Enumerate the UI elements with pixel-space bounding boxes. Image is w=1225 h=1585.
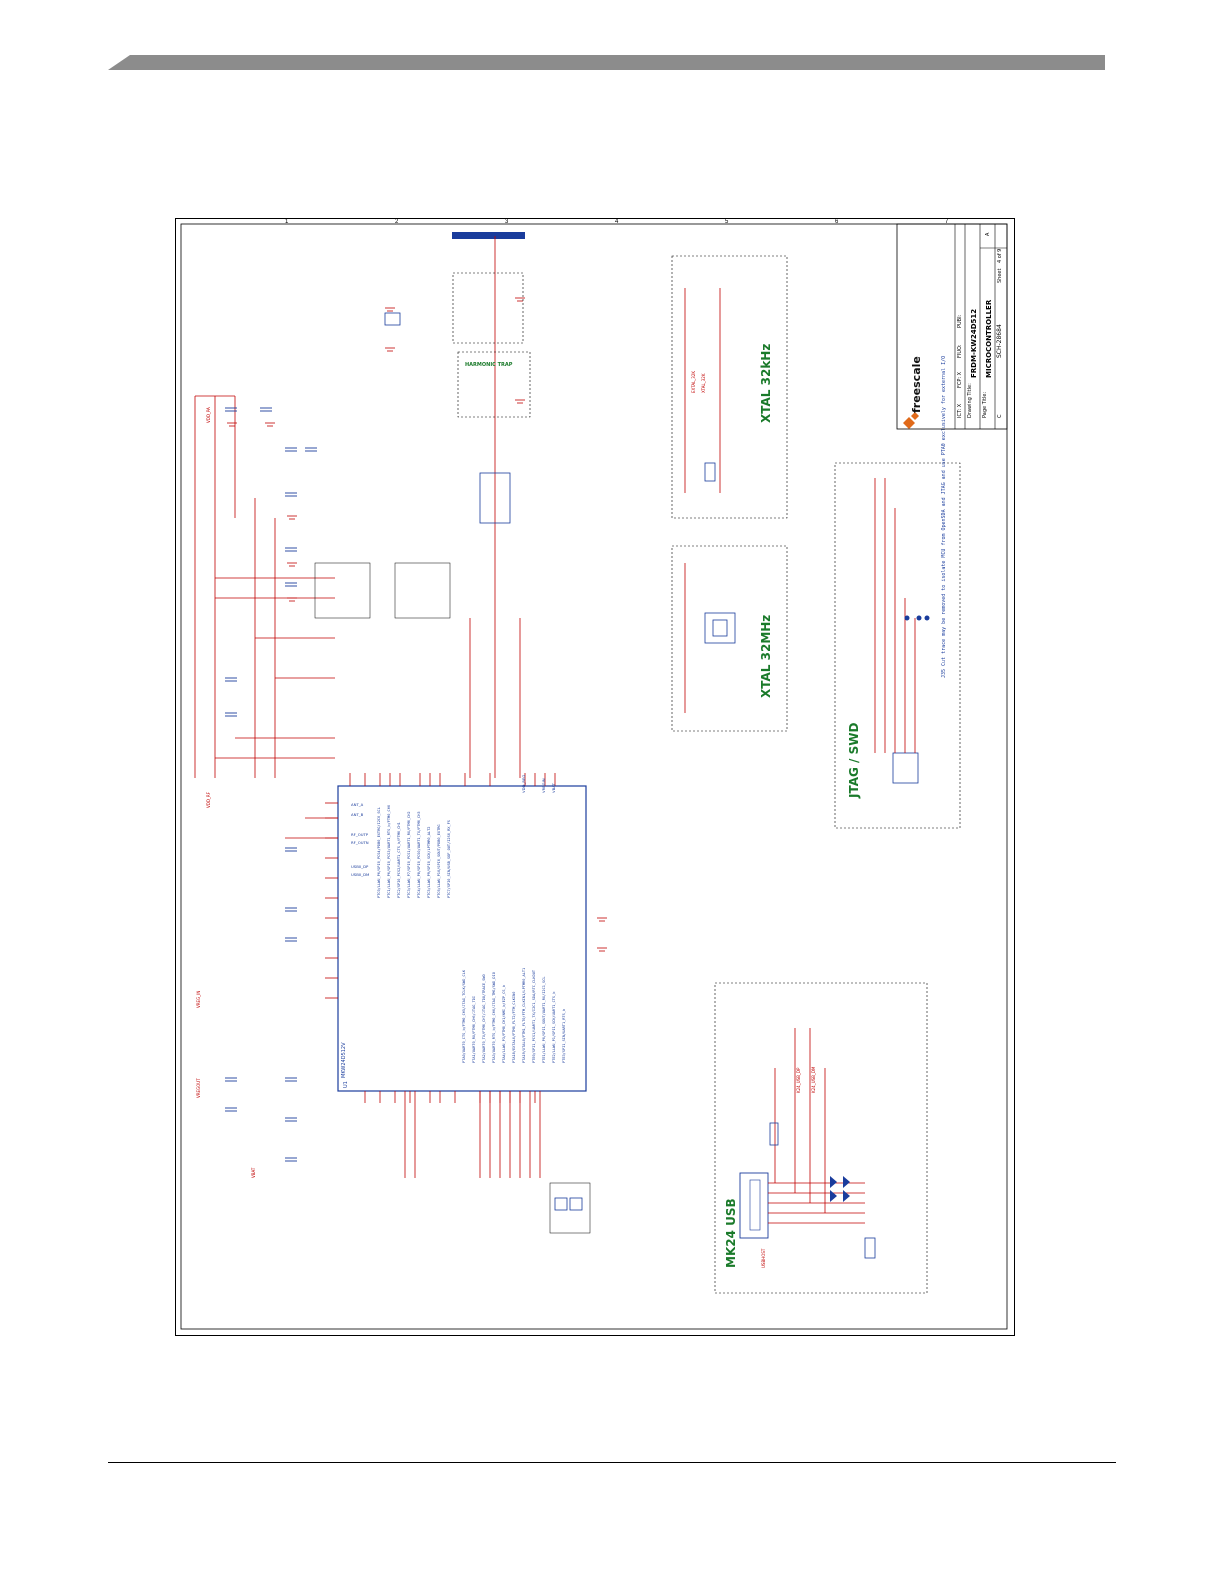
svg-text:PUBI:: PUBI: bbox=[957, 314, 963, 328]
bottom-connectors bbox=[404, 1091, 541, 1178]
svg-text:USBHOST: USBHOST bbox=[761, 1248, 766, 1268]
harmonic-trap-title: HARMONIC TRAP bbox=[465, 362, 513, 368]
svg-text:6: 6 bbox=[835, 219, 839, 225]
svg-text:PTA4/LLWU_P3/FTM0_CH1/NMI_b/EZ: PTA4/LLWU_P3/FTM0_CH1/NMI_b/EZP_CS_b bbox=[502, 985, 506, 1063]
svg-text:PTA18/EXTAL0/FTM0_FLT2/FTM_CLK: PTA18/EXTAL0/FTM0_FLT2/FTM_CLKIN0 bbox=[512, 992, 516, 1063]
svg-text:USB0_DM: USB0_DM bbox=[351, 872, 369, 877]
svg-text:EXTAL_32K: EXTAL_32K bbox=[691, 371, 696, 393]
svg-text:K24_USB_DP: K24_USB_DP bbox=[796, 1067, 801, 1093]
svg-text:PTC7/SPI0_SIN/USB_SOF_OUT/I2S0: PTC7/SPI0_SIN/USB_SOF_OUT/I2S0_RX_FS bbox=[447, 820, 451, 898]
svg-text:7: 7 bbox=[945, 219, 949, 225]
svg-text:XTAL_32K: XTAL_32K bbox=[701, 373, 706, 393]
svg-text:VDD_REG: VDD_REG bbox=[521, 775, 526, 793]
usb-connector-j5 bbox=[739, 1172, 769, 1239]
svg-text:Drawing Title:: Drawing Title: bbox=[967, 383, 973, 418]
svg-text:5: 5 bbox=[725, 219, 729, 225]
svg-text:PTA2/UART0_TX/FTM0_CH7/JTAG_TD: PTA2/UART0_TX/FTM0_CH7/JTAG_TDO/TRACE_SW… bbox=[482, 974, 486, 1063]
schematic-sheet: 1 2 3 4 5 6 7 MKW24D512V bbox=[175, 218, 1015, 1336]
svg-text:C: C bbox=[997, 414, 1003, 418]
svg-text:VREG_IN: VREG_IN bbox=[196, 991, 201, 1008]
svg-text:ICT: X: ICT: X bbox=[957, 403, 963, 418]
svg-text:PTA1/UART0_RX/FTM0_CH6/JTAG_TD: PTA1/UART0_RX/FTM0_CH6/JTAG_TDI bbox=[472, 996, 476, 1063]
svg-text:FIUO:: FIUO: bbox=[957, 344, 963, 358]
xtal-32khz-title: XTAL 32kHz bbox=[759, 344, 773, 423]
svg-text:VBAT: VBAT bbox=[251, 1167, 256, 1178]
svg-text:VBAT: VBAT bbox=[551, 782, 556, 793]
svg-text:PTA3/UART0_RTS_b/FTM0_CH0/JTAG: PTA3/UART0_RTS_b/FTM0_CH0/JTAG_TMS/SWD_D… bbox=[492, 972, 496, 1063]
svg-text:PTA19/XTAL0/FTM1_FLT0/FTM_CLKI: PTA19/XTAL0/FTM1_FLT0/FTM_CLKIN1/LPTMR0_… bbox=[522, 968, 526, 1063]
page-title: MICROCONTROLLER bbox=[985, 299, 993, 378]
svg-text:PTE2/LLWU_P1/SPI1_SCK/UART1_CT: PTE2/LLWU_P1/SPI1_SCK/UART1_CTS_b bbox=[552, 992, 556, 1063]
ground-symbols bbox=[227, 297, 607, 952]
harmonic-trap-box bbox=[457, 351, 531, 418]
svg-text:4: 4 bbox=[615, 219, 619, 225]
svg-text:K24_USB_DM: K24_USB_DM bbox=[811, 1066, 816, 1093]
svg-text:freescale: freescale bbox=[910, 356, 923, 413]
title-block: freescale ICT: X FCP: X FIUO: PUBI: Draw… bbox=[896, 223, 1008, 430]
mcu-u1: MKW24D512V bbox=[325, 773, 587, 1103]
svg-text:PTC5/LLWU_P9/SPI0_SCK/LPTMR0_A: PTC5/LLWU_P9/SPI0_SCK/LPTMR0_ALT2 bbox=[427, 827, 431, 898]
svg-text:RF_OUTN: RF_OUTN bbox=[351, 840, 369, 845]
document-number: SCH-28684 bbox=[996, 324, 1003, 358]
jtag-note: J35 Cut trace may be removed to isolate … bbox=[941, 356, 947, 678]
svg-text:PTC3/LLWU_P7/SPI0_PCS1/UART1_R: PTC3/LLWU_P7/SPI0_PCS1/UART1_RX/FTM0_CH2 bbox=[407, 811, 411, 898]
mcu-part-label: MKW24D512V bbox=[341, 1042, 347, 1078]
svg-text:Page Title:: Page Title: bbox=[982, 392, 988, 418]
svg-text:PTC2/SPI0_PCS2/UART1_CTS_b/FTM: PTC2/SPI0_PCS2/UART1_CTS_b/FTM0_CH1 bbox=[397, 822, 401, 898]
svg-text:PTC1/LLWU_P6/SPI0_PCS3/UART1_R: PTC1/LLWU_P6/SPI0_PCS3/UART1_RTS_b/FTM0_… bbox=[387, 805, 391, 898]
xtal-32khz-section: XTAL 32kHz bbox=[671, 255, 788, 519]
svg-text:VREGIN: VREGIN bbox=[541, 778, 546, 793]
jtag-swd-section: JTAG / SWD J35 Cut trace may be removed … bbox=[834, 356, 961, 829]
antenna-trace bbox=[452, 232, 525, 239]
rf-section: HARMONIC TRAP bbox=[314, 232, 531, 778]
svg-text:ANT_B: ANT_B bbox=[351, 812, 364, 817]
svg-text:1: 1 bbox=[285, 219, 289, 225]
svg-text:VDD_RF: VDD_RF bbox=[206, 791, 211, 808]
mk24-usb-section: MK24 USB bbox=[714, 982, 928, 1294]
svg-text:4 of 9: 4 of 9 bbox=[997, 249, 1003, 263]
svg-text:3: 3 bbox=[505, 219, 509, 225]
drawing-title: FRDM-KW24D512 bbox=[970, 309, 978, 378]
svg-text:PTC6/LLWU_P10/SPI0_SOUT/PDB0_E: PTC6/LLWU_P10/SPI0_SOUT/PDB0_EXTRG bbox=[437, 824, 441, 898]
power-rails bbox=[194, 395, 338, 839]
svg-text:RF_OUTP: RF_OUTP bbox=[351, 832, 369, 837]
svg-text:PTA0/UART0_CTS_b/FTM0_CH5/JTAG: PTA0/UART0_CTS_b/FTM0_CH5/JTAG_TCLK/SWD_… bbox=[462, 969, 466, 1063]
svg-text:VDD_PA: VDD_PA bbox=[206, 407, 211, 423]
svg-text:ANT_A: ANT_A bbox=[351, 802, 364, 807]
svg-text:A: A bbox=[985, 232, 991, 236]
svg-text:U1: U1 bbox=[343, 1081, 349, 1088]
svg-text:USB0_DP: USB0_DP bbox=[351, 864, 369, 869]
footer-rule bbox=[108, 1462, 1116, 1463]
svg-text:PTE0/SPI1_PCS1/UART1_TX/I2C1_S: PTE0/SPI1_PCS1/UART1_TX/I2C1_SDA/RTC_CLK… bbox=[532, 969, 536, 1063]
svg-text:FCP: X: FCP: X bbox=[957, 371, 963, 388]
svg-text:Sheet: Sheet bbox=[997, 269, 1003, 283]
xtal-32mhz-section: XTAL 32MHz bbox=[671, 545, 788, 732]
freescale-logo: freescale bbox=[903, 356, 923, 429]
decoupling-caps bbox=[225, 407, 317, 1162]
jtag-header-j11 bbox=[892, 752, 919, 784]
usb-section-title: MK24 USB bbox=[724, 1198, 738, 1268]
svg-text:2: 2 bbox=[395, 219, 399, 225]
balun-z1 bbox=[479, 472, 511, 524]
svg-text:PTE1/LLWU_P0/SPI1_SOUT/UART1_R: PTE1/LLWU_P0/SPI1_SOUT/UART1_RX/I2C1_SCL bbox=[542, 976, 546, 1063]
svg-text:PTE3/SPI1_SIN/UART1_RTS_b: PTE3/SPI1_SIN/UART1_RTS_b bbox=[562, 1009, 566, 1063]
svg-text:PTC4/LLWU_P8/SPI0_PCS0/UART1_T: PTC4/LLWU_P8/SPI0_PCS0/UART1_TX/FTM0_CH3 bbox=[417, 811, 421, 898]
net-labels: VDD_RF VDD_PA VREGOUT VREG_IN VBAT EXTAL… bbox=[196, 371, 816, 1268]
svg-text:VREGOUT: VREGOUT bbox=[196, 1078, 201, 1098]
jtag-swd-title: JTAG / SWD bbox=[847, 723, 861, 799]
header-banner bbox=[108, 55, 1105, 70]
svg-text:PTC0/LLWU_P6/SPI0_PCS4/PDB0_EX: PTC0/LLWU_P6/SPI0_PCS4/PDB0_EXTRG/I2C0_S… bbox=[377, 807, 381, 898]
xtal-32mhz-title: XTAL 32MHz bbox=[759, 615, 773, 698]
